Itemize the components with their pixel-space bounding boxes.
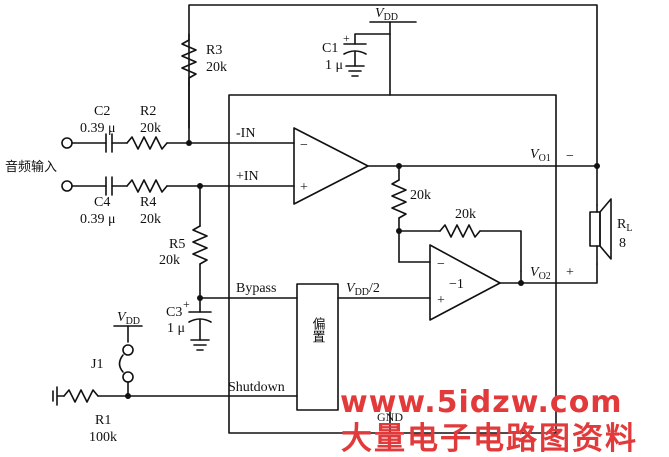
opamp-2-plus: + [437,293,445,308]
pin-vdd-half: VDD/2 [346,281,380,298]
r4-label: R4 [140,195,156,210]
opamp-1 [293,127,369,205]
c4-label: C4 [94,195,110,210]
top-feedback-wire [188,4,598,169]
c2-label: C2 [94,104,110,119]
node-bypass [197,295,203,301]
r5-value: 20k [159,253,180,268]
c1-value: 1 μ [325,58,343,73]
pin-gnd: GND [377,410,403,424]
r-int2-resistor [439,224,481,238]
watermark-url: www.5idzw.com [340,385,623,420]
speaker-plus-sign: + [566,265,574,280]
r1-label: R1 [95,413,111,428]
vdd-top-label: VDD [375,6,398,23]
c1-plate-bottom [343,50,367,55]
r-int1-value: 20k [410,188,431,203]
j1-terminal-top [122,344,134,356]
c3-value: 1 μ [167,321,185,336]
r2-resistor [126,136,168,150]
c1-label: C1 [322,41,338,56]
r-int2-value: 20k [455,207,476,222]
speaker-cone [599,198,612,260]
opamp-2 [429,244,501,321]
c3-label: C3 [166,305,182,320]
r-int1-resistor [391,179,407,219]
pin-bypass: Bypass [236,281,276,296]
input-terminal-plus [61,180,73,192]
rl-label: RL [617,217,632,234]
r2-label: R2 [140,104,156,119]
c3-plus: + [183,297,190,311]
watermark-title: 大量电子电路图资料 [341,421,638,457]
bias-block [296,283,339,411]
bias-block-label: 偏置 [310,317,326,343]
j1-jumper [118,354,124,373]
c2-value: 0.39 μ [80,121,116,136]
r3-resistor [181,33,197,85]
node-vo2 [518,280,524,286]
r5-resistor [192,225,208,265]
pin-shutdown: Shutdown [228,380,285,395]
r-int2-right-wire [479,230,522,272]
c3-plate-bottom [188,318,212,323]
r3-value: 20k [206,60,227,75]
c1-top-wire [354,33,391,45]
rl-value: 8 [619,236,626,251]
opamp-2-gain: −1 [449,277,464,292]
r1-resistor [63,389,99,403]
opamp-1-plus: + [300,180,308,195]
r4-resistor [126,179,168,193]
speaker-minus-sign: − [566,149,574,164]
node-int-feedback [396,228,402,234]
r5-label: R5 [169,237,185,252]
ic-package-outline [228,94,557,434]
vdd-left-label: VDD [117,310,140,327]
vo2-wire-b [520,263,598,284]
pin-plus-in: +IN [236,169,259,184]
speaker-body [589,211,601,247]
pin-minus-in: -IN [236,126,255,141]
r1-value: 100k [89,430,117,445]
c4-value: 0.39 μ [80,212,116,227]
c1-plus: + [343,31,350,45]
r2-value: 20k [140,121,161,136]
opamp-1-minus: − [300,138,308,153]
j1-terminal-bottom [122,371,134,383]
opamp-2-minus: − [437,257,445,272]
audio-input-label: 音频输入 [5,159,57,175]
pin-vo1: VO1 [530,147,551,164]
r3-label: R3 [206,43,222,58]
j1-label: J1 [91,357,103,372]
node-r3-minus [186,140,192,146]
pin-vo2: VO2 [530,265,551,282]
r4-value: 20k [140,212,161,227]
input-terminal-minus [61,137,73,149]
